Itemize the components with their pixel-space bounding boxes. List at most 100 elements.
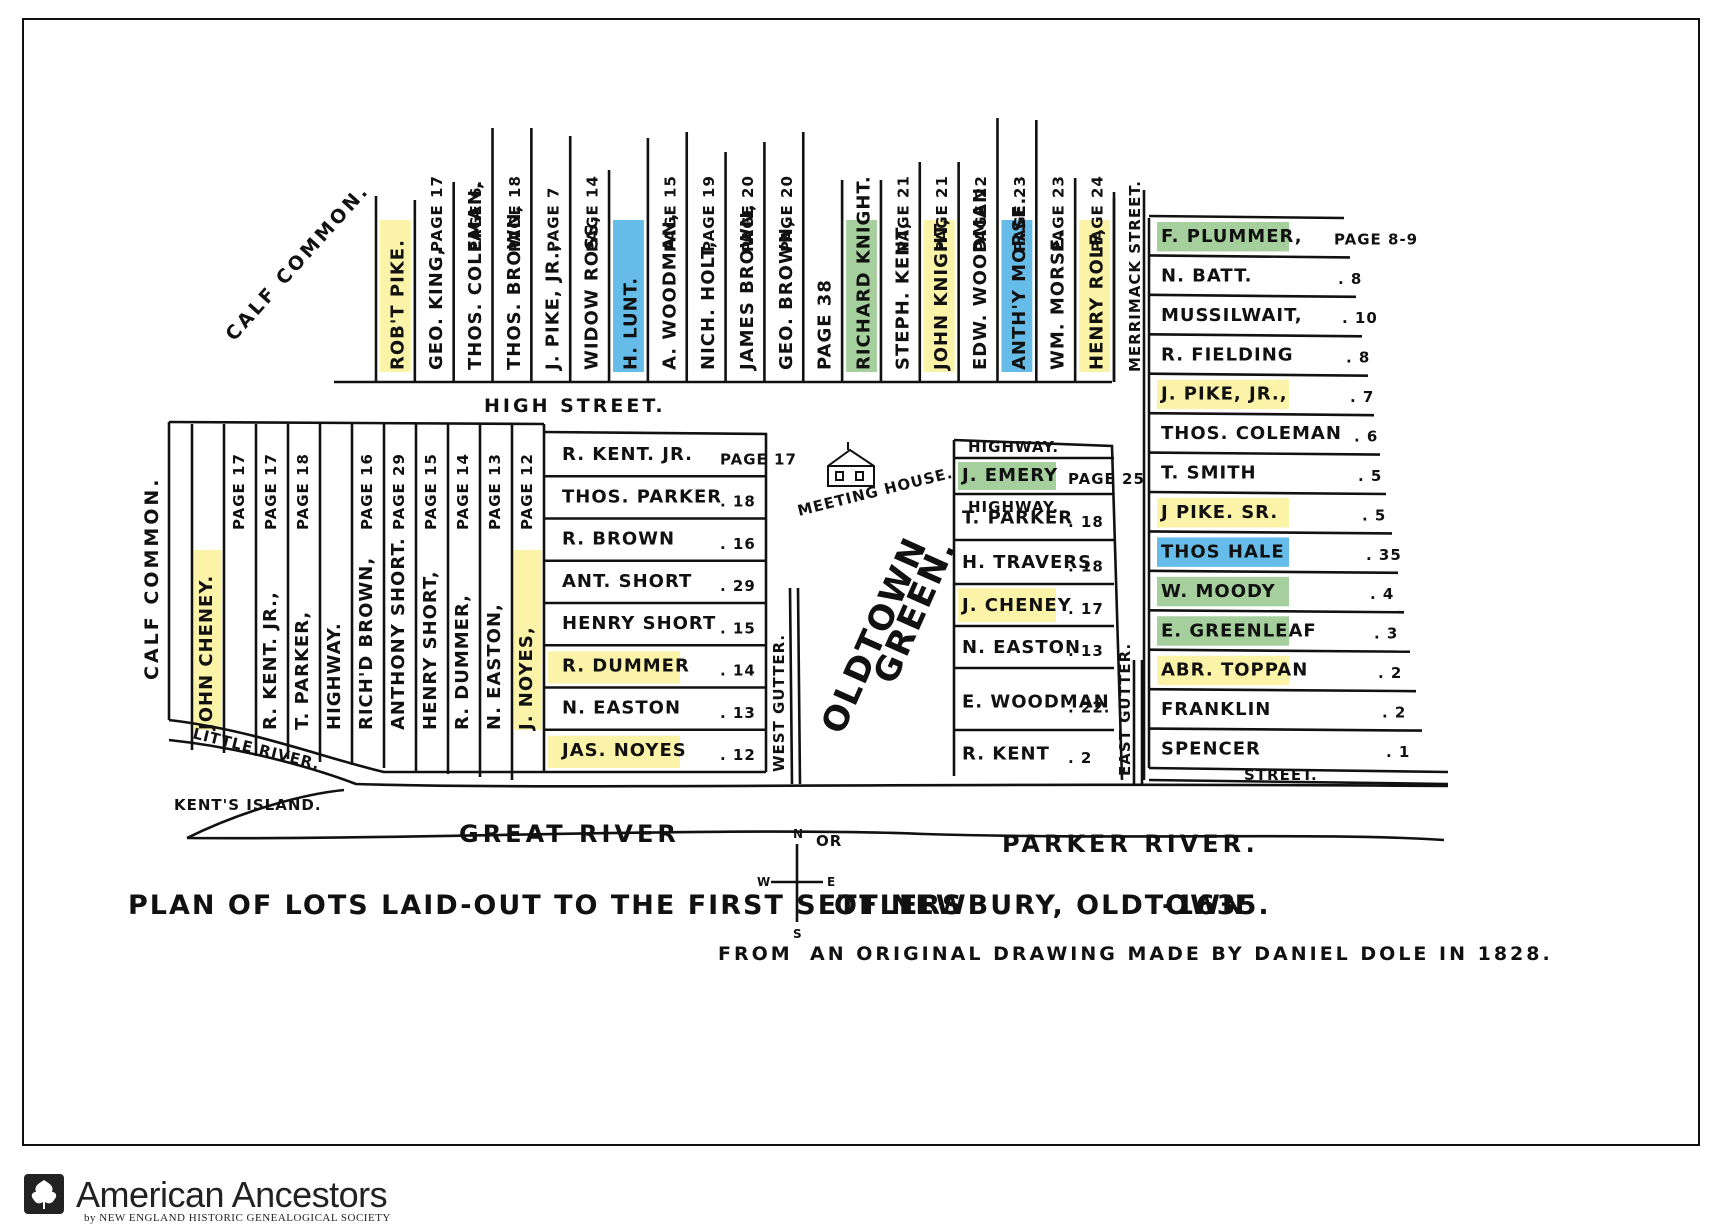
top-lot-page: PAGE 20 [739, 175, 757, 252]
top-lot-highlight [613, 220, 644, 372]
top-lot-name: ROB'T PIKE. [387, 239, 408, 370]
right-lot-name: N. BATT. [1161, 265, 1253, 286]
meeting-house-label: MEETING HOUSE. [796, 464, 955, 520]
left-lot-name: J. NOYES, [516, 626, 537, 732]
right-lot-page: . 7 [1350, 388, 1374, 406]
green-lot-page: . 18 [1068, 513, 1104, 531]
green-lot-name: R. KENT [962, 743, 1050, 764]
mid-lot-name: THOS. PARKER [562, 486, 722, 507]
top-lot-page: PAGE 19 [700, 175, 718, 252]
top-lot-name: RICHARD KNIGHT. [853, 175, 874, 370]
mid-lot-highlight [548, 651, 680, 684]
right-lot-divider [1148, 293, 1357, 299]
oak-leaf-logo-icon [24, 1174, 64, 1214]
or-label: OR [816, 832, 842, 850]
right-lot-name: FRANKLIN [1161, 699, 1271, 720]
left-lot-name: R. KENT. JR., [260, 591, 281, 730]
right-lot-divider [1148, 648, 1411, 654]
right-lot-highlight [1157, 379, 1289, 410]
right-lot-name: ABR. TOPPAN [1161, 660, 1308, 681]
compass-east: E [827, 875, 836, 889]
right-lot-highlight [1157, 616, 1289, 646]
right-lot-name: W. MOODY [1161, 581, 1276, 602]
top-lot-name: JOHN KNIGHT, [931, 218, 952, 373]
mid-lot-name: N. EASTON [562, 698, 681, 719]
calf-common-top-label: CALF COMMON. [221, 179, 374, 345]
compass-south: S [793, 927, 803, 941]
left-lot-page: PAGE 13 [486, 453, 504, 530]
great-river-label: GREAT RIVER [459, 820, 680, 848]
right-lot-page: . 5 [1358, 467, 1382, 485]
left-lot-name: T. PARKER, [292, 611, 313, 730]
right-lot-divider [1148, 332, 1363, 338]
left-lot-page: PAGE 14 [454, 453, 472, 530]
top-lot-page: PAGE 23 [1050, 175, 1068, 252]
left-lot-page: PAGE 17 [262, 453, 280, 530]
merrimack-street-label: MERRIMACK STREET. [1126, 180, 1144, 372]
top-lot-highlight [846, 220, 877, 372]
top-lot-name: THOS. BROWN, [504, 205, 525, 370]
right-lot-highlight [1157, 498, 1289, 528]
left-lot-name: HENRY SHORT, [420, 570, 441, 730]
east-gutter-label: EAST GUTTER. [1116, 643, 1134, 776]
right-lot-highlight [1157, 576, 1289, 607]
green-lot-page: . 2 [1068, 749, 1092, 767]
top-lot-name: JAMES BROWN, [737, 203, 758, 372]
right-lot-name: THOS HALE [1161, 541, 1285, 562]
left-lot-name: R. DUMMER, [452, 594, 473, 730]
right-lot-page: . 4 [1370, 585, 1394, 603]
top-lot-name: NICH. HOLT, [698, 240, 719, 370]
right-lot-page: . 35 [1366, 546, 1402, 564]
left-lot-name: JOHN CHENEY. [196, 575, 217, 732]
map-title-continued: OF NEWBURY, OLDTOWN [834, 890, 1247, 921]
mid-lot-page: . 14 [720, 662, 756, 680]
compass-west: W [757, 875, 771, 889]
right-lot-name: THOS. COLEMAN [1161, 423, 1342, 444]
right-lot-divider [1148, 411, 1375, 417]
left-lot-page: PAGE 17 [230, 453, 248, 530]
right-lot-divider [1148, 214, 1345, 220]
top-lot-highlight [1079, 220, 1110, 372]
right-lot-name: T. SMITH [1161, 463, 1257, 484]
top-lot-page: PAGE 23 [1011, 175, 1029, 252]
right-lot-name: F. PLUMMER, [1161, 226, 1303, 247]
right-lot-page: . 6 [1354, 428, 1378, 446]
green-lot-name: J. EMERY [960, 465, 1058, 486]
right-lot-highlight [1157, 655, 1289, 686]
top-lot-highlight [923, 220, 955, 372]
right-lot-divider [1148, 530, 1393, 535]
top-lot-name: HENRY ROLF, [1087, 228, 1108, 370]
mid-lot-highlight [548, 735, 680, 768]
top-lot-page: PAGE 20 [778, 175, 796, 252]
top-lot-page: PAGE 21 [933, 175, 951, 252]
right-lot-divider [1148, 254, 1351, 259]
meeting-house-icon [827, 442, 875, 487]
top-lot-page: PAGE 18 [506, 175, 524, 252]
top-lot-page: PAGE 6. [467, 180, 485, 252]
right-lot-divider [1148, 687, 1417, 693]
top-lot-name: J. PIKE, JR., [543, 243, 564, 372]
right-lot-divider [1148, 490, 1387, 496]
high-street-label: HIGH STREET. [484, 395, 666, 417]
mid-lot-name: R. KENT. JR. [562, 444, 693, 465]
green-lot-page: . 17 [1068, 600, 1104, 618]
left-lot-name: ANTHONY SHORT. [388, 537, 409, 730]
right-lot-page: . 5 [1362, 506, 1386, 524]
calf-common-left-label: CALF COMMON. [141, 476, 163, 680]
top-lot-name: A. WOODMAN, [659, 212, 680, 370]
right-lot-page: . 2 [1378, 664, 1402, 682]
top-lot-page: PAGE 7 [545, 187, 563, 252]
left-lot-page: PAGE 18 [294, 453, 312, 530]
right-lot-page: . 10 [1342, 309, 1378, 327]
mid-lot-page: . 29 [720, 577, 756, 595]
top-lot-page: PAGE 22 [972, 175, 990, 252]
green-lot-name: N. EASTON [962, 637, 1081, 658]
mid-lot-page: . 15 [720, 619, 756, 637]
right-lot-page: . 8 [1346, 349, 1370, 367]
mid-lot-name: ANT. SHORT [562, 571, 692, 592]
top-lot-highlight [1001, 220, 1033, 372]
green-lot-page: PAGE 25 [1068, 470, 1145, 488]
footer-brand: American Ancestors by NEW ENGLAND HISTOR… [24, 1172, 444, 1224]
